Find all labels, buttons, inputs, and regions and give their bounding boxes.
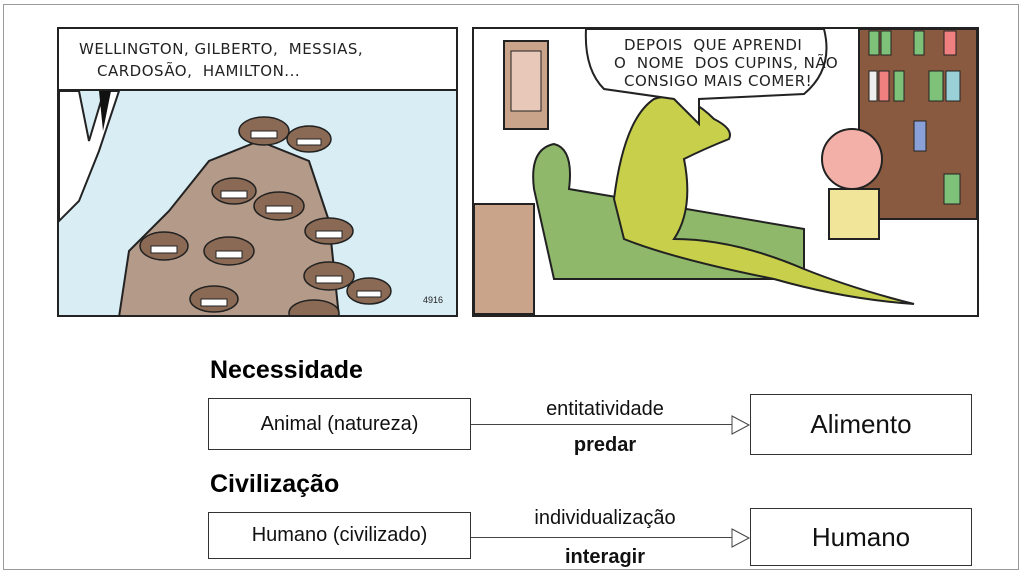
- source-box: Humano (civilizado): [208, 512, 471, 559]
- section-title-civilizacao: Civilização: [210, 470, 340, 498]
- speech-line: O NOME DOS CUPINS, NÃO: [614, 54, 839, 72]
- speech-line: CONSIGO MAIS COMER!: [624, 72, 813, 90]
- termite-mound-illustration: [59, 91, 392, 315]
- slide-frame: [3, 4, 1019, 570]
- relation-label-bottom: interagir: [564, 546, 646, 568]
- speech-line: DEPOIS QUE APRENDI: [624, 36, 803, 54]
- relation-label-top: individualização: [534, 507, 676, 529]
- target-box: Humano: [750, 508, 972, 566]
- comic-panel-termites: WELLINGTON, GILBERTO, MESSIAS, CARDOSÃO,…: [57, 27, 458, 317]
- relation-arrow-line: [471, 424, 733, 425]
- caption-line: CARDOSÃO, HAMILTON...: [97, 62, 301, 80]
- section-title-necessidade: Necessidade: [210, 356, 363, 384]
- source-box: Animal (natureza): [208, 398, 471, 450]
- therapy-illustration: [474, 29, 977, 315]
- comic-panel-therapy: DEPOIS QUE APRENDI O NOME DOS CUPINS, NÃ…: [472, 27, 979, 317]
- arrow-head-icon: [731, 415, 751, 435]
- caption-box: WELLINGTON, GILBERTO, MESSIAS, CARDOSÃO,…: [59, 29, 456, 91]
- relation-label-top: entitatividade: [546, 398, 664, 420]
- arrow-head-icon: [731, 528, 751, 548]
- relation-label-bottom: predar: [573, 434, 637, 456]
- target-box: Alimento: [750, 394, 972, 455]
- comic-signature: 4916: [423, 295, 444, 305]
- caption-line: WELLINGTON, GILBERTO, MESSIAS,: [79, 40, 364, 58]
- relation-arrow-line: [471, 537, 733, 538]
